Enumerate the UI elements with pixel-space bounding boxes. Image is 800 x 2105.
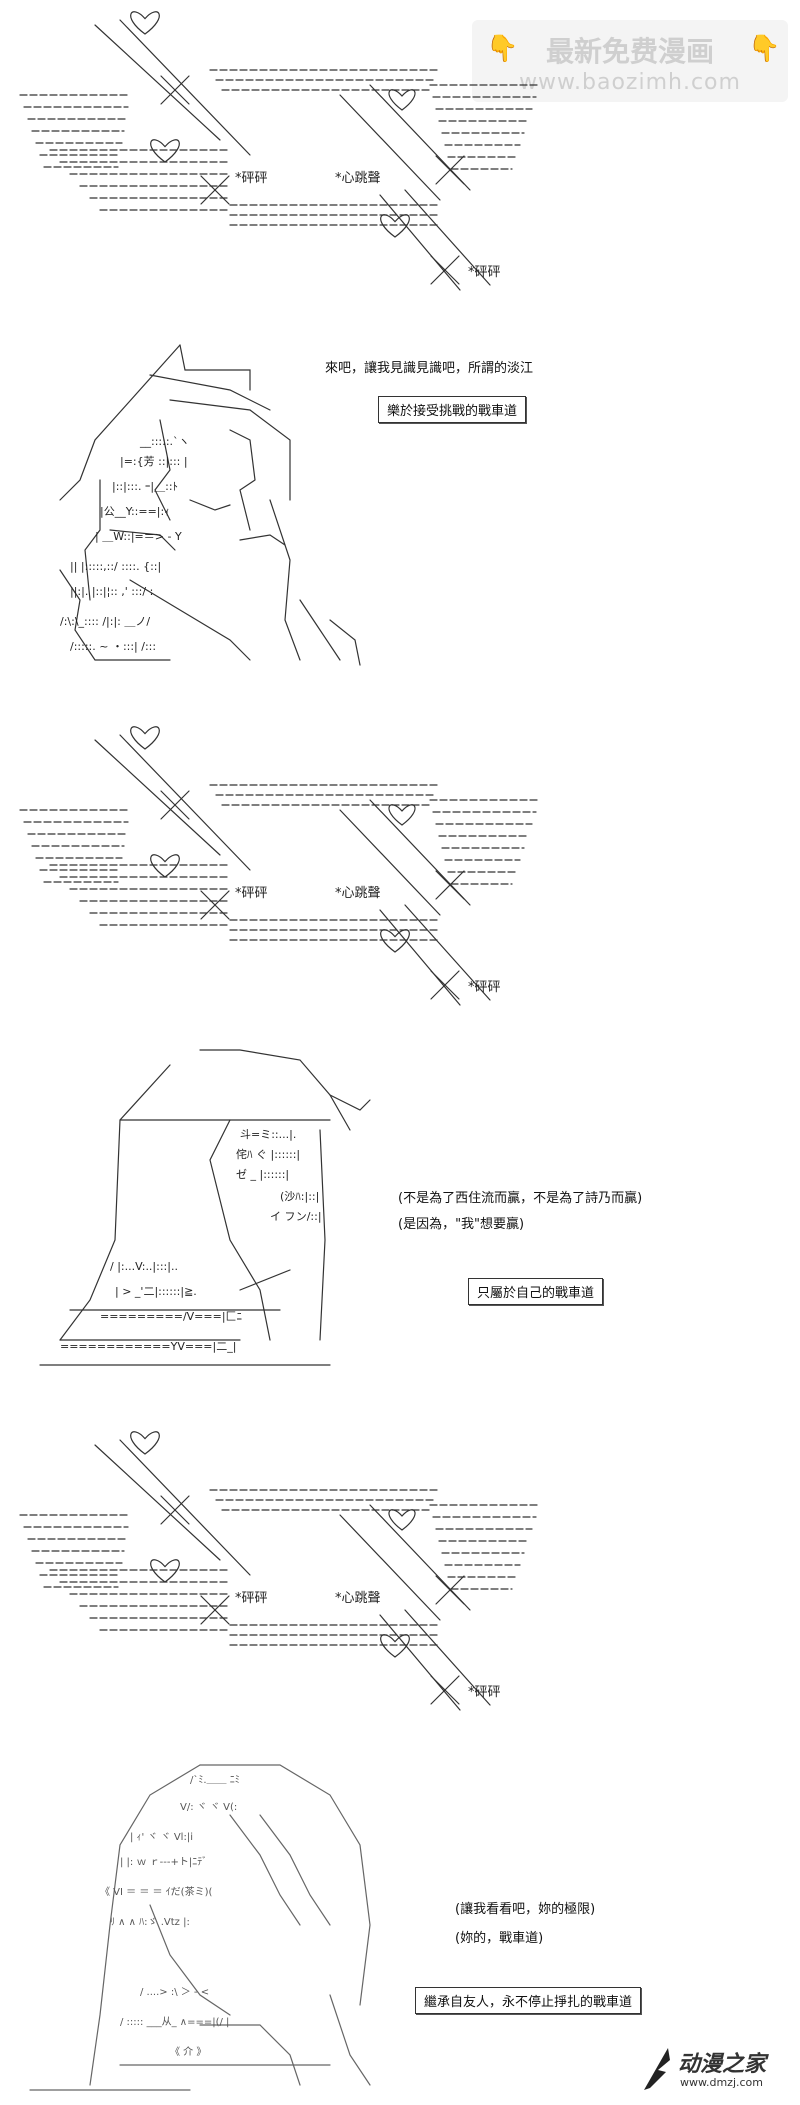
svg-text:=========/V===|匚ﾆ: =========/V===|匚ﾆ — [100, 1310, 242, 1323]
svg-text:《 介 》: 《 介 》 — [170, 2046, 206, 2058]
heart-icon — [380, 929, 410, 953]
heart-icon — [150, 854, 180, 878]
character-ascii-art: /`ﾐ.＿＿ ﾆﾐ V/: ヾ ヾ V(: | ｨ' ヾ ヾ Vl:|i | |… — [29, 1764, 371, 2091]
heart-icon — [380, 1634, 410, 1658]
cross-mark-icon — [160, 1495, 190, 1525]
impact-panel: *砰砰 *心跳聲 *砰砰 — [0, 715, 800, 1015]
narration-box: 只屬於自己的戰車道 — [468, 1278, 604, 1305]
dialog-line: (不是為了西住流而贏，不是為了詩乃而贏) — [398, 1191, 643, 1206]
svg-text:ゼ _ |::::::|: ゼ _ |::::::| — [236, 1168, 289, 1181]
cross-mark-icon — [200, 175, 230, 205]
svg-text:/:::::. ~ ・:::| /:::: /:::::. ~ ・:::| /::: — [70, 640, 156, 653]
sfx-crack: *砰砰 — [468, 980, 501, 995]
svg-text:(沙ﾊ:|::|: (沙ﾊ:|::| — [280, 1190, 319, 1203]
character-panel-1: __:::::.`ヽ |=:{芳 ::|::: | |::|:::. ｰ|＿::… — [0, 330, 800, 690]
cross-mark-icon — [430, 255, 460, 285]
heart-icon — [130, 1431, 160, 1455]
svg-text:/`ﾐ.＿＿ ﾆﾐ: /`ﾐ.＿＿ ﾆﾐ — [190, 1774, 240, 1786]
watermark-title: 最新免费漫画 — [545, 35, 714, 68]
watermark-url: www.baozimh.com — [519, 70, 741, 95]
cross-mark-icon — [435, 870, 465, 900]
impact-art: *砰砰 *心跳聲 *砰砰 — [19, 726, 541, 1006]
svg-text:||:|. |::|¦:: ,' :::/ :: ||:|. |::|¦:: ,' :::/ : — [70, 585, 153, 598]
heart-icon — [380, 214, 410, 238]
svg-text:/ ....> :\ ＞ - <: / ....> :\ ＞ - < — [140, 1987, 209, 1998]
pointing-hand-icon: 👇 — [748, 34, 781, 64]
svg-text:V/: ヾ ヾ V(:: V/: ヾ ヾ V(: — [180, 1802, 237, 1813]
impact-panel: *砰砰 *心跳聲 *砰砰 — [0, 0, 800, 300]
watermark-top: 👇 最新免费漫画 👇 www.baozimh.com — [472, 20, 788, 102]
svg-text:イ フン/::|: イ フン/::| — [270, 1210, 322, 1223]
character-ascii-art: 斗=ミ::...|. 侘ﾊ ぐ |::::::| ゼ _ |::::::| (沙… — [39, 1049, 371, 1366]
svg-text:|=:{芳 ::|::: |: |=:{芳 ::|::: | — [120, 454, 188, 468]
svg-text:| ＿W::|=＝> - Y: | ＿W::|=＝> - Y — [95, 530, 182, 543]
svg-text:__:::::.`ヽ: __:::::.`ヽ — [139, 435, 190, 448]
impact-panel: *砰砰 *心跳聲 *砰砰 — [0, 1420, 800, 1720]
svg-text:斗=ミ::...|.: 斗=ミ::...|. — [240, 1128, 296, 1141]
svg-text:ﾘ ∧ ∧ ﾊ:ゞ .Vtz |:: ﾘ ∧ ∧ ﾊ:ゞ .Vtz |: — [110, 1917, 190, 1928]
sfx-heartbeat: *心跳聲 — [335, 885, 381, 901]
svg-text:侘ﾊ ぐ |::::::|: 侘ﾊ ぐ |::::::| — [236, 1147, 300, 1161]
watermark-url: www.dmzj.com — [680, 2076, 763, 2089]
svg-text:|公__Y::==|:ｨ: |公__Y::==|:ｨ — [100, 505, 170, 518]
sfx-crack: *砰砰 — [235, 171, 268, 186]
cross-mark-icon — [160, 75, 190, 105]
impact-art: *砰砰 *心跳聲 *砰砰 — [19, 11, 541, 291]
svg-text:|::|:::. ｰ|＿::ﾄ: |::|:::. ｰ|＿::ﾄ — [112, 480, 178, 493]
svg-text:| |: ｗ ｒ---+ト|ﾆﾃﾞ: | |: ｗ ｒ---+ト|ﾆﾃﾞ — [120, 1856, 207, 1868]
narration-box: 繼承自友人，永不停止掙扎的戰車道 — [415, 1987, 642, 2014]
pointing-hand-icon: 👇 — [486, 34, 519, 64]
cross-mark-icon — [435, 1575, 465, 1605]
sfx-heartbeat: *心跳聲 — [335, 1590, 381, 1606]
cross-mark-icon — [430, 1675, 460, 1705]
sfx-crack: *砰砰 — [468, 265, 501, 280]
dialog-line: 來吧，讓我見識見識吧，所謂的淡江 — [325, 361, 534, 376]
impact-art: *砰砰 *心跳聲 *砰砰 — [19, 1431, 541, 1711]
narration-box: 樂於接受挑戰的戰車道 — [378, 396, 527, 423]
heart-icon — [130, 726, 160, 750]
dialog-line: (讓我看看吧，妳的極限) — [455, 1902, 596, 1917]
sfx-crack: *砰砰 — [235, 1591, 268, 1606]
svg-text:| ｨ' ヾ ヾ Vl:|i: | ｨ' ヾ ヾ Vl:|i — [130, 1832, 193, 1843]
heart-icon — [388, 89, 416, 111]
heart-icon — [150, 1559, 180, 1583]
watermark-bottom: 动漫之家 www.dmzj.com — [640, 2040, 790, 2100]
sfx-crack: *砰砰 — [468, 1685, 501, 1700]
cross-mark-icon — [435, 155, 465, 185]
character-panel-2: 斗=ミ::...|. 侘ﾊ ぐ |::::::| ゼ _ |::::::| (沙… — [0, 1040, 800, 1380]
svg-text:/:\:\_:::: /|:|: ＿ノ/: /:\:\_:::: /|:|: ＿ノ/ — [60, 615, 150, 628]
cross-mark-icon — [160, 790, 190, 820]
heart-icon — [388, 804, 416, 826]
svg-text:|| |:::::,::/ ::::. {::|: || |:::::,::/ ::::. {::| — [70, 560, 161, 573]
sfx-heartbeat: *心跳聲 — [335, 170, 381, 186]
feather-logo-icon — [644, 2048, 670, 2090]
cross-mark-icon — [200, 1595, 230, 1625]
svg-text:/ |:...V:..|:::|..: / |:...V:..|:::|.. — [110, 1260, 178, 1273]
cross-mark-icon — [430, 970, 460, 1000]
heart-icon — [130, 11, 160, 35]
svg-text:/ ::::: ___从_ ∧===|(/ |: / ::::: ___从_ ∧===|(/ | — [120, 2017, 229, 2028]
heart-icon — [150, 139, 180, 163]
character-panel-3: /`ﾐ.＿＿ ﾆﾐ V/: ヾ ヾ V(: | ｨ' ヾ ヾ Vl:|i | |… — [0, 1755, 800, 2100]
dialog-line: (妳的，戰車道) — [455, 1931, 544, 1946]
sfx-crack: *砰砰 — [235, 886, 268, 901]
watermark-title: 动漫之家 — [678, 2052, 767, 2077]
cross-mark-icon — [200, 890, 230, 920]
svg-text:============YV===|二_|: ============YV===|二_| — [60, 1340, 236, 1353]
heart-icon — [388, 1509, 416, 1531]
svg-text:《 VI ＝ ＝ ＝ ｲだ(茶ミ)(: 《 VI ＝ ＝ ＝ ｲだ(茶ミ)( — [100, 1885, 212, 1898]
character-ascii-art: __:::::.`ヽ |=:{芳 ::|::: | |::|:::. ｰ|＿::… — [59, 344, 361, 666]
svg-text:| > _'二|::::::|≧.: | > _'二|::::::|≧. — [115, 1285, 197, 1298]
dialog-line: (是因為，"我"想要贏) — [398, 1217, 525, 1232]
